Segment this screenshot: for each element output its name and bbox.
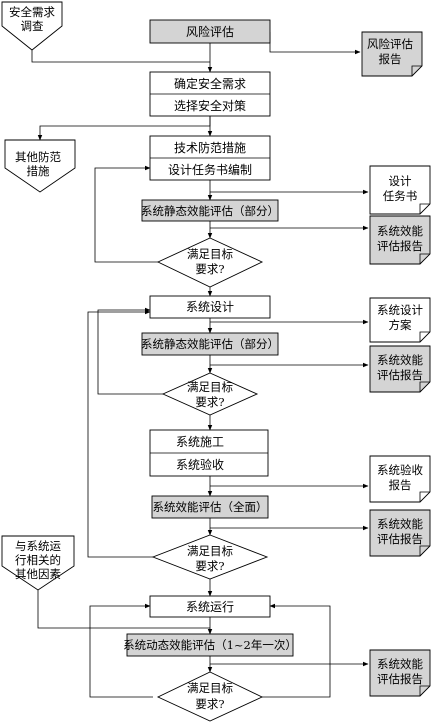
svg-text:措施: 措施 [27,164,50,178]
decision-3: 满足目标 要求? [151,534,269,580]
svg-text:行相关的: 行相关的 [15,553,61,567]
svg-text:系统设计: 系统设计 [377,303,423,317]
svg-text:要求?: 要求? [195,559,224,573]
output-efficiency-report-2: 系统效能 评估报告 [369,345,431,393]
output-efficiency-report-1: 系统效能 评估报告 [369,215,431,265]
svg-text:系统运行: 系统运行 [186,600,234,614]
svg-text:安全需求: 安全需求 [9,5,55,19]
svg-text:系统效能: 系统效能 [377,517,423,531]
system-construction-label: 系统施工 [176,435,224,449]
node-system-operation: 系统运行 [149,595,271,618]
node-construction-acceptance: 系统施工 系统验收 [149,429,269,477]
arrow-loop-2 [97,307,163,395]
svg-text:系统设计: 系统设计 [186,300,234,314]
node-tech-spec: 技术防范措施 设计任务书编制 [149,135,271,181]
node-static-eval-1: 系统静态效能评估（部分） [141,199,279,222]
decision-4: 满足目标 要求? [156,671,264,722]
node-dynamic-eval: 系统动态效能评估（1~2年一次） [123,633,297,657]
svg-text:要求?: 要求? [195,697,224,711]
select-security-measures-label: 选择安全对策 [174,98,246,113]
determine-security-needs-label: 确定安全需求 [174,76,246,91]
svg-text:系统验收: 系统验收 [377,463,423,477]
svg-text:要求?: 要求? [195,395,224,409]
svg-text:满足目标: 满足目标 [187,681,233,695]
output-acceptance-report: 系统验收 报告 [369,455,431,503]
svg-text:满足目标: 满足目标 [187,247,233,261]
svg-text:系统效能: 系统效能 [377,224,423,238]
svg-text:系统效能: 系统效能 [377,353,423,367]
arrow-loop-4-right [262,603,331,698]
svg-text:报告: 报告 [379,52,402,66]
connectors [31,32,369,698]
svg-text:其他防范: 其他防范 [15,150,61,164]
line-survey-to-spine [31,50,210,63]
svg-text:要求?: 要求? [195,262,224,276]
svg-text:与系统运: 与系统运 [15,539,61,553]
svg-text:系统效能评估（全面）: 系统效能评估（全面） [153,500,268,514]
output-efficiency-report-3: 系统效能 评估报告 [369,509,431,557]
input-other-precautions: 其他防范 措施 [4,139,76,193]
svg-text:评估报告: 评估报告 [377,239,423,253]
svg-text:系统效能: 系统效能 [377,657,423,671]
svg-text:调查: 调查 [21,19,44,33]
arrow-loop-3 [87,309,153,558]
output-efficiency-report-4: 系统效能 评估报告 [369,649,431,697]
design-spec-label: 设计任务书编制 [168,162,252,177]
output-design-spec-doc: 设计 任务书 [369,165,431,215]
node-static-eval-2: 系统静态效能评估（部分） [141,332,279,356]
arrow-to-risk-report [269,32,361,55]
svg-text:系统静态效能评估（部分）: 系统静态效能评估（部分） [141,337,279,351]
svg-text:报告: 报告 [389,478,412,492]
input-security-survey: 安全需求 调查 [1,1,63,51]
svg-text:方案: 方案 [389,318,412,332]
svg-text:其他因素: 其他因素 [15,567,61,581]
svg-text:评估报告: 评估报告 [377,672,423,686]
svg-text:满足目标: 满足目标 [187,380,233,394]
input-other-factors: 与系统运 行相关的 其他因素 [1,535,75,591]
svg-text:任务书: 任务书 [383,189,418,203]
node-risk-assessment: 风险评估 [149,19,271,44]
svg-text:设计: 设计 [389,174,412,188]
tech-precautions-label: 技术防范措施 [174,140,246,155]
svg-text:评估报告: 评估报告 [377,532,423,546]
decision-2: 满足目标 要求? [161,372,259,416]
node-full-eval: 系统效能评估（全面） [151,495,269,519]
svg-text:系统静态效能评估（部分）: 系统静态效能评估（部分） [141,204,279,218]
arrow-loop-4-left [89,603,153,698]
line-factors-to-spine [37,588,210,629]
svg-text:满足目标: 满足目标 [187,544,233,558]
node-needs-measures: 确定安全需求 选择安全对策 [149,71,271,117]
arrow-to-other-precautions [37,116,211,141]
arrow-loop-1 [94,165,158,263]
decision-1: 满足目标 要求? [156,237,264,288]
svg-text:风险评估: 风险评估 [186,24,234,39]
svg-text:风险评估: 风险评估 [367,37,413,51]
svg-text:系统动态效能评估（1~2年一次）: 系统动态效能评估（1~2年一次） [123,638,297,652]
svg-text:评估报告: 评估报告 [377,368,423,382]
output-risk-report: 风险评估 报告 [361,31,423,77]
output-design-plan: 系统设计 方案 [369,297,431,343]
node-system-design: 系统设计 [149,295,271,319]
system-acceptance-label: 系统验收 [176,457,224,472]
